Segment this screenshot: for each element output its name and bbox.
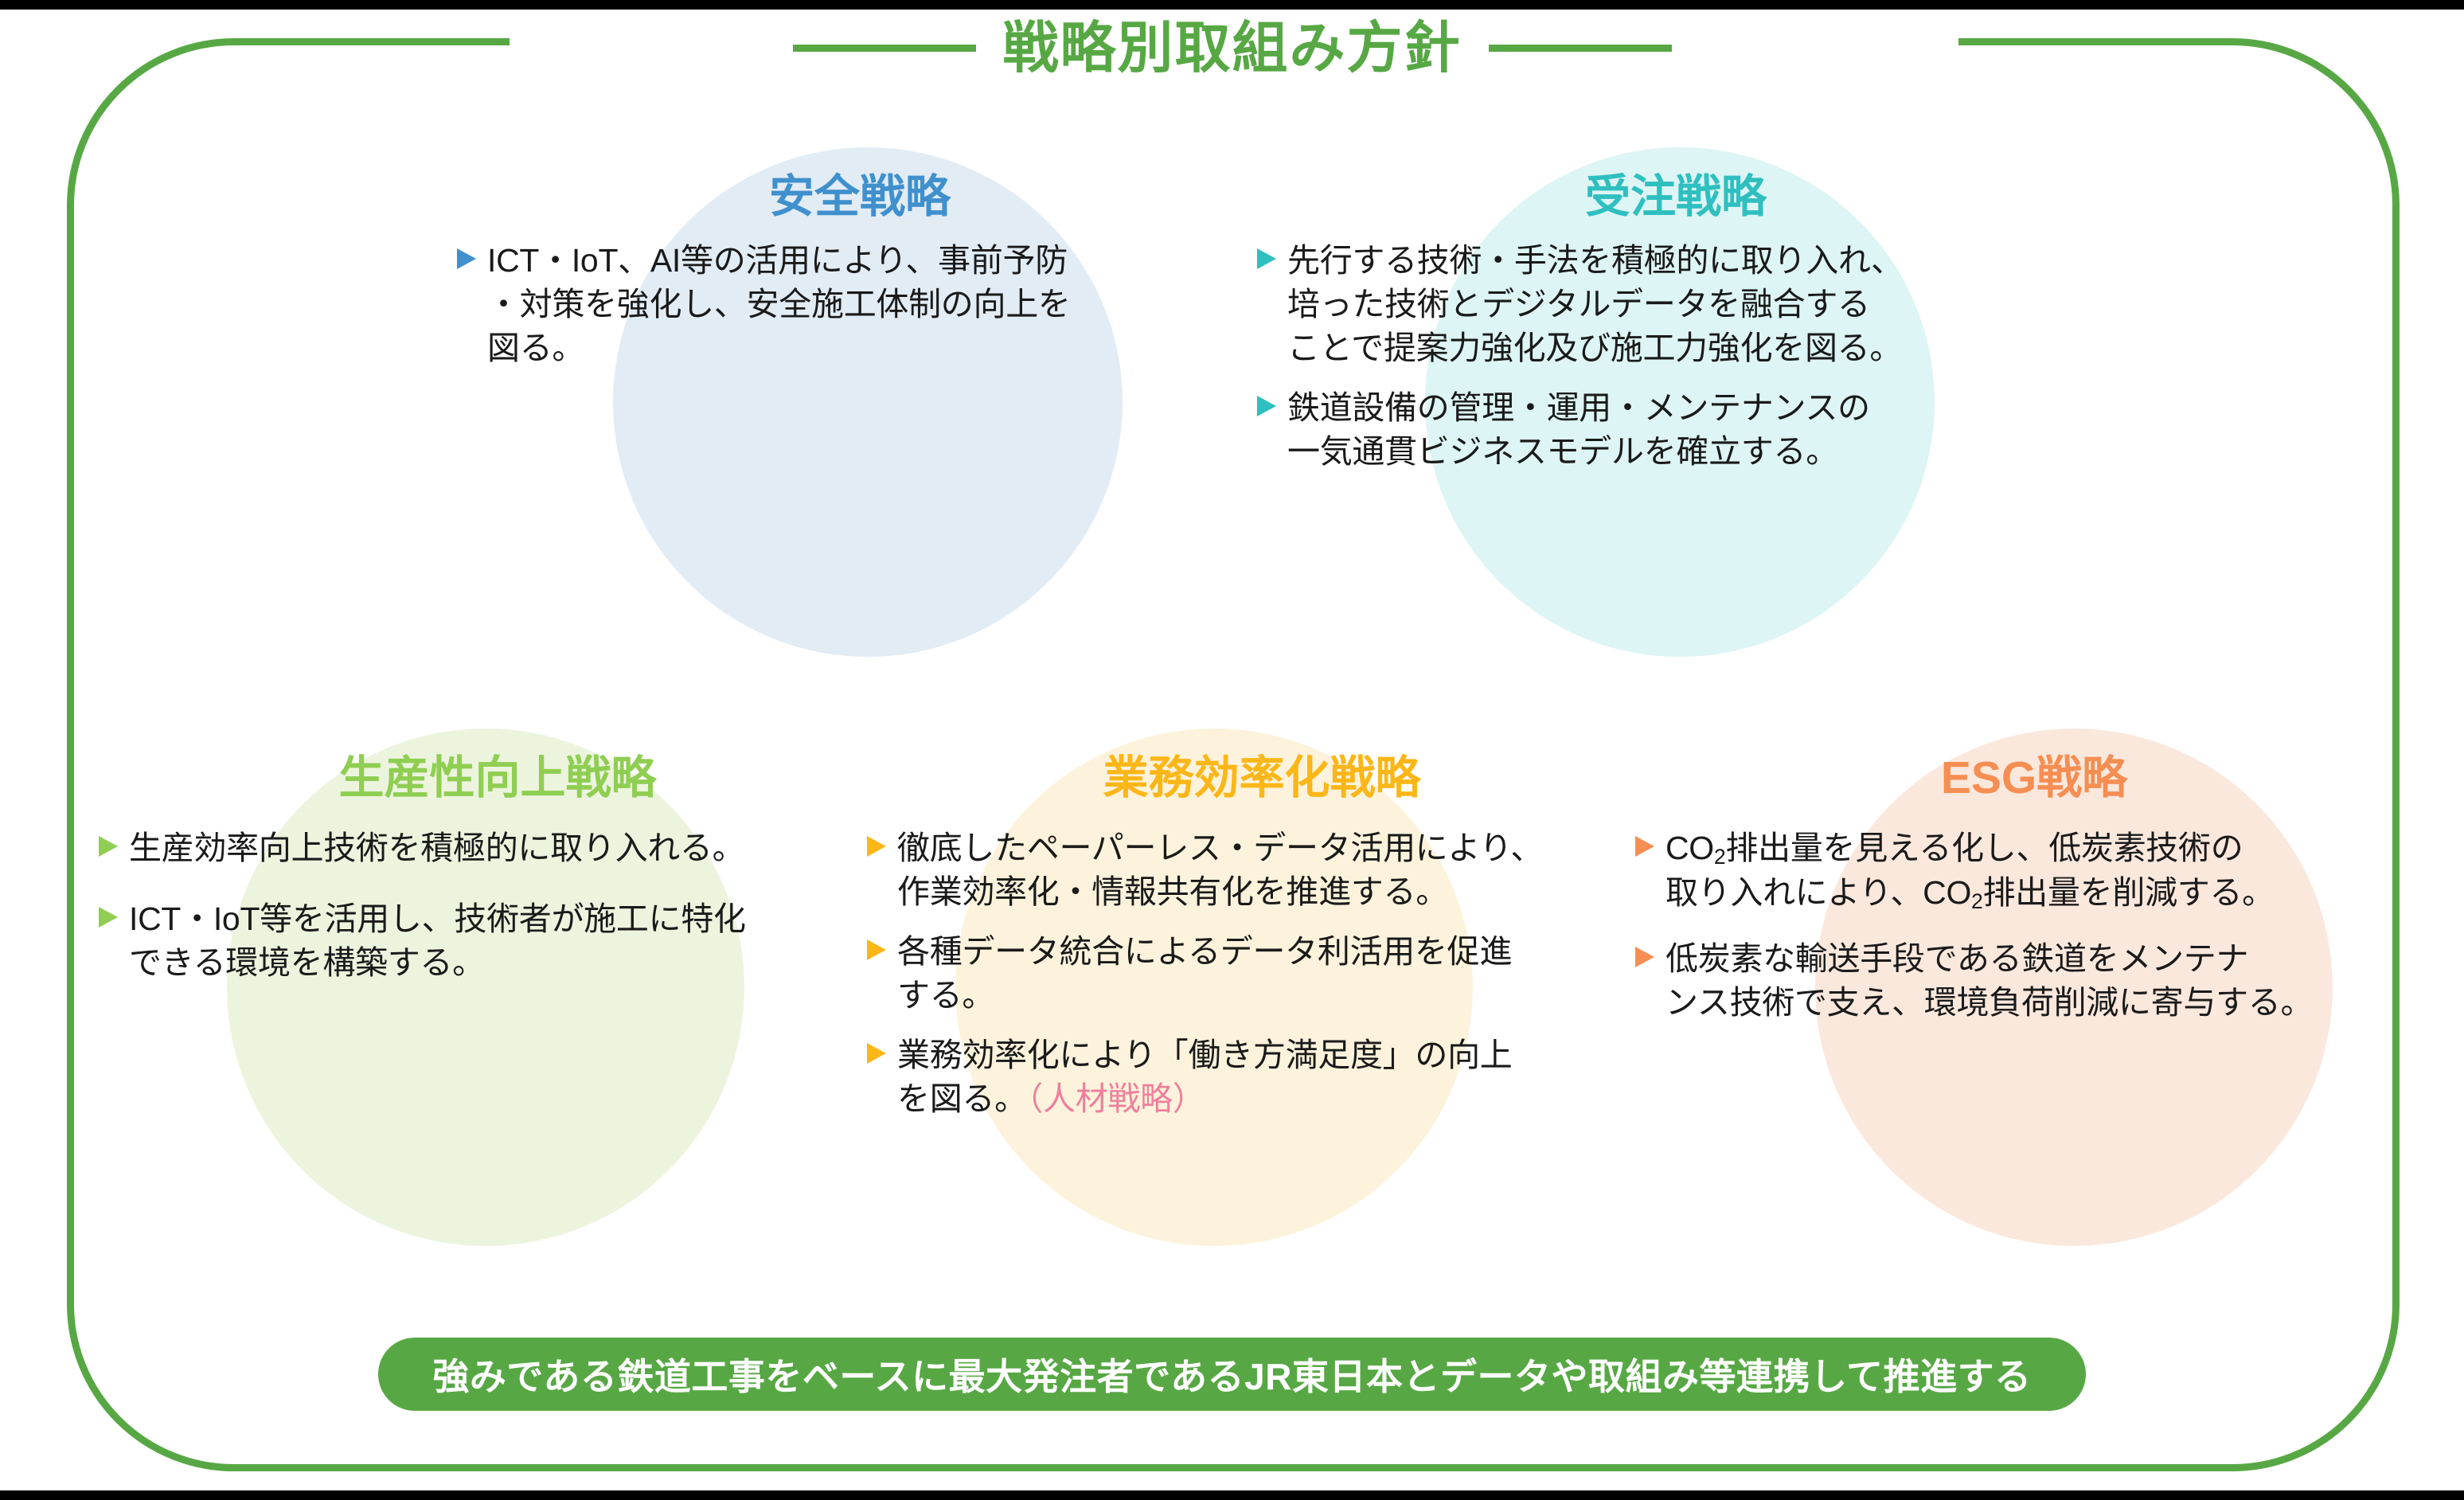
bullet-item: CO2排出量を見える化し、低炭素技術の取り入れにより、CO2排出量を削減する。 <box>1632 826 2436 916</box>
arrow-bullet-icon <box>1632 834 1659 859</box>
arrow-bullet-icon <box>96 904 123 930</box>
bullet-item: 各種データ統合によるデータ利活用を促進 する。 <box>864 930 1660 1018</box>
bullet-text: 徹底したペーパーレス・データ活用により、 作業効率化・情報共有化を推進する。 <box>897 829 1544 910</box>
bullet-item: 先行する技術・手法を積極的に取り入れ、 培った技術とデジタルデータを融合する こ… <box>1254 239 2098 370</box>
arrow-bullet-icon <box>1254 246 1281 271</box>
circle-productivity <box>227 729 744 1246</box>
arrow-bullet-icon <box>864 1041 891 1066</box>
bullet-text: 生産効率向上技術を積極的に取り入れる。 <box>129 829 745 866</box>
bullet-item: 徹底したペーパーレス・データ活用により、 作業効率化・情報共有化を推進する。 <box>864 826 1660 914</box>
circle-esg <box>1815 729 2333 1246</box>
summary-banner: 強みである鉄道工事をベースに最大発注者であるJR東日本とデータや取組み等連携して… <box>378 1338 2086 1411</box>
bullet-text: 鉄道設備の管理・運用・メンテナンスの 一気通貫ビジネスモデルを確立する。 <box>1287 389 1870 470</box>
bottom-edge-bar <box>0 1490 2464 1500</box>
bullet-note-human-resources: （人材戦略） <box>1026 1080 1205 1117</box>
bullet-list-efficiency: 徹底したペーパーレス・データ活用により、 作業効率化・情報共有化を推進する。 各… <box>864 826 1660 1121</box>
bullet-text: ICT・IoT、AI等の活用により、事前予防 ・対策を強化し、安全施工体制の向上… <box>487 241 1071 366</box>
strategy-block-productivity: 生産性向上戦略 生産効率向上技術を積極的に取り入れる。 ICT・IoT等を活用し… <box>96 752 900 1001</box>
strategy-title-safety: 安全戦略 <box>769 171 951 222</box>
title-rule-right <box>1488 45 1672 52</box>
slide-title-row: 戦略別取組み方針 <box>0 18 2464 79</box>
bullet-text: 先行する技術・手法を積極的に取り入れ、 培った技術とデジタルデータを融合する こ… <box>1287 241 1904 366</box>
bullet-item: 生産効率向上技術を積極的に取り入れる。 <box>96 826 900 870</box>
bullet-item: 鉄道設備の管理・運用・メンテナンスの 一気通貫ビジネスモデルを確立する。 <box>1254 386 2098 474</box>
top-edge-bar <box>0 0 2464 10</box>
arrow-bullet-icon <box>864 937 891 963</box>
bullet-text-main: 業務効率化により「働き方満足度」の向上 を図る。 <box>897 1036 1513 1117</box>
title-backdrop <box>510 14 1958 91</box>
bullet-list-safety: ICT・IoT、AI等の活用により、事前予防 ・対策を強化し、安全施工体制の向上… <box>454 239 1266 370</box>
bullet-text: 低炭素な輸送手段である鉄道をメンテナ ンス技術で支え、環境負荷削減に寄与する。 <box>1665 940 2314 1021</box>
strategy-title-esg: ESG戦略 <box>1940 752 2128 803</box>
strategy-title-productivity: 生産性向上戦略 <box>338 752 657 803</box>
title-rule-left <box>792 45 976 52</box>
bullet-list-orders: 先行する技術・手法を積極的に取り入れ、 培った技術とデジタルデータを融合する こ… <box>1254 239 2098 474</box>
circle-efficiency <box>955 729 1473 1246</box>
arrow-bullet-icon <box>864 834 891 859</box>
bullet-item: 低炭素な輸送手段である鉄道をメンテナ ンス技術で支え、環境負荷削減に寄与する。 <box>1632 937 2436 1025</box>
bullet-item: ICT・IoT等を活用し、技術者が施工に特化 できる環境を構築する。 <box>96 897 900 985</box>
bullet-item: 業務効率化により「働き方満足度」の向上 を図る。（人材戦略） <box>864 1033 1660 1121</box>
bullet-text: ICT・IoT等を活用し、技術者が施工に特化 できる環境を構築する。 <box>129 900 746 981</box>
arrow-bullet-icon <box>454 246 481 271</box>
bullet-text: CO2排出量を見える化し、低炭素技術の取り入れにより、CO2排出量を削減する。 <box>1665 829 2275 914</box>
strategy-block-safety: 安全戦略 ICT・IoT、AI等の活用により、事前予防 ・対策を強化し、安全施工… <box>454 171 1266 386</box>
arrow-bullet-icon <box>1632 944 1659 970</box>
page-title: 戦略別取組み方針 <box>1002 17 1462 79</box>
circle-safety <box>613 147 1123 657</box>
bullet-item: ICT・IoT、AI等の活用により、事前予防 ・対策を強化し、安全施工体制の向上… <box>454 239 1266 370</box>
arrow-bullet-icon <box>1254 393 1281 419</box>
strategy-block-orders: 受注戦略 先行する技術・手法を積極的に取り入れ、 培った技術とデジタルデータを融… <box>1254 171 2098 490</box>
circle-orders <box>1425 147 1935 657</box>
arrow-bullet-icon <box>96 834 123 859</box>
strategy-block-esg: ESG戦略 CO2排出量を見える化し、低炭素技術の取り入れにより、CO2排出量を… <box>1632 752 2436 1041</box>
bullet-text: 業務効率化により「働き方満足度」の向上 を図る。（人材戦略） <box>897 1033 1513 1121</box>
bullet-list-esg: CO2排出量を見える化し、低炭素技術の取り入れにより、CO2排出量を削減する。 … <box>1632 826 2436 1025</box>
bullet-list-productivity: 生産効率向上技術を積極的に取り入れる。 ICT・IoT等を活用し、技術者が施工に… <box>96 826 900 985</box>
strategy-title-orders: 受注戦略 <box>1585 171 1767 222</box>
strategy-title-efficiency: 業務効率化戦略 <box>1103 752 1421 803</box>
strategy-block-efficiency: 業務効率化戦略 徹底したペーパーレス・データ活用により、 作業効率化・情報共有化… <box>864 752 1660 1136</box>
summary-banner-text: 強みである鉄道工事をベースに最大発注者であるJR東日本とデータや取組み等連携して… <box>432 1356 2032 1397</box>
bullet-text: 各種データ統合によるデータ利活用を促進 する。 <box>897 932 1513 1014</box>
